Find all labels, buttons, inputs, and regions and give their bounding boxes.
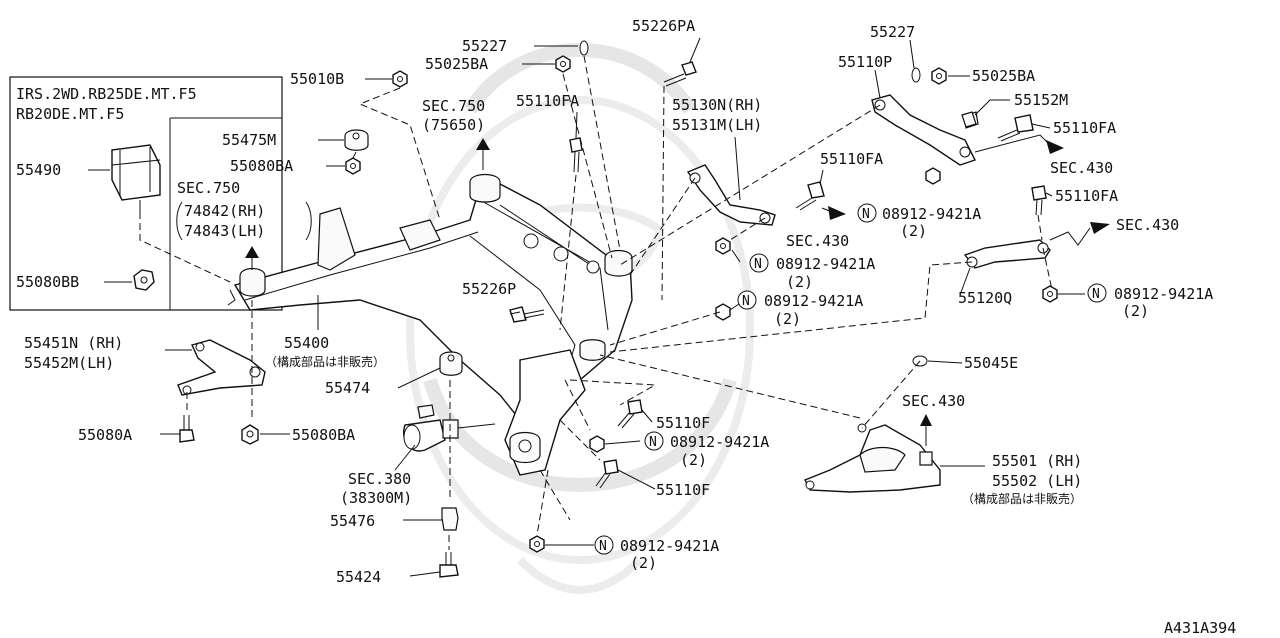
- nut-callout-6: N 08912-9421A (2): [594, 535, 719, 572]
- circled-n-icon: N: [754, 257, 762, 272]
- arm-55501: [804, 423, 941, 493]
- label-55226P: 55226P: [462, 280, 516, 298]
- circled-n-icon: N: [649, 435, 657, 450]
- label-55080A: 55080A: [78, 426, 132, 444]
- label-55227-right: 55227: [870, 23, 915, 41]
- label-sec430-d: SEC.430: [902, 392, 965, 410]
- label-sec750-b-sub2: 74843(LH): [184, 222, 265, 240]
- inset-title-2: RB20DE.MT.F5: [16, 105, 124, 123]
- mount-bushing-55490: [111, 144, 161, 212]
- label-55045E: 55045E: [964, 354, 1018, 372]
- label-55080BA-bottom: 55080BA: [292, 426, 355, 444]
- label-sec380: SEC.380: [348, 470, 411, 488]
- label-55025BA-top: 55025BA: [425, 55, 488, 73]
- label-55490: 55490: [16, 161, 61, 179]
- label-55110F-1: 55110F: [656, 414, 710, 432]
- label-55476: 55476: [330, 512, 375, 530]
- circled-n-icon: N: [742, 294, 750, 309]
- circled-n-icon: N: [1092, 287, 1100, 302]
- nut-callout-5: N 08912-9421A (2): [644, 431, 769, 469]
- label-55227-top: 55227: [462, 37, 507, 55]
- nut-callout-2: N 08912-9421A (2): [749, 253, 875, 291]
- arm-55110P: [871, 94, 979, 166]
- link-55451N: [177, 339, 266, 396]
- label-55226PA: 55226PA: [632, 17, 695, 35]
- label-sec430-b: SEC.430: [786, 232, 849, 250]
- label-55400: 55400: [284, 334, 329, 352]
- nut-callout-1: N 08912-9421A (2): [857, 203, 981, 240]
- label-55475M: 55475M: [222, 131, 276, 149]
- label-55501-note: （構成部品は非販売）: [962, 491, 1082, 506]
- label-55110P: 55110P: [838, 53, 892, 71]
- label-55110F-2: 55110F: [656, 481, 710, 499]
- label-55080BB: 55080BB: [16, 273, 79, 291]
- label-55010B: 55010B: [290, 70, 344, 88]
- diagram-id: A431A394: [1164, 619, 1236, 637]
- diff-mount: [403, 404, 496, 452]
- inset-title-1: IRS.2WD.RB25DE.MT.F5: [16, 85, 197, 103]
- nut-callout-6-part: 08912-9421A: [620, 537, 719, 555]
- label-55025BA-right: 55025BA: [972, 67, 1035, 85]
- nut-callout-1-part: 08912-9421A: [882, 205, 981, 223]
- nut-callout-4-qty: (2): [1122, 302, 1149, 320]
- label-55110FA-3: 55110FA: [820, 150, 883, 168]
- hardware: [179, 40, 1058, 578]
- label-sec380-sub: (38300M): [340, 489, 412, 507]
- nut-55080BB: [133, 269, 155, 291]
- nut-callout-4-part: 08912-9421A: [1114, 285, 1213, 303]
- arm-55120Q: [963, 239, 1051, 269]
- nut-callout-2-part: 08912-9421A: [776, 255, 875, 273]
- label-55452M: 55452M(LH): [24, 354, 114, 372]
- nut-callout-4: N 08912-9421A (2): [1087, 283, 1213, 320]
- label-sec750-b-sub1: 74842(RH): [184, 202, 265, 220]
- nut-callout-2-qty: (2): [786, 273, 813, 291]
- nut-callout-6-qty: (2): [630, 554, 657, 572]
- nut-callout-1-qty: (2): [900, 222, 927, 240]
- nut-callout-3-qty: (2): [774, 310, 801, 328]
- label-55110FA-2: 55110FA: [1053, 119, 1116, 137]
- label-55451N: 55451N (RH): [24, 334, 123, 352]
- nut-callout-3: N 08912-9421A (2): [737, 290, 863, 328]
- label-55424: 55424: [336, 568, 381, 586]
- nut-callouts: N 08912-9421A (2) N 08912-9421A (2) N 08…: [594, 203, 1213, 572]
- label-55130N: 55130N(RH): [672, 96, 762, 114]
- label-sec430-a: SEC.430: [1050, 159, 1113, 177]
- label-55080BA-top: 55080BA: [230, 157, 293, 175]
- section-arrows: [245, 134, 1110, 446]
- label-55501: 55501 (RH): [992, 452, 1082, 470]
- label-55110FA-1: 55110FA: [516, 92, 579, 110]
- label-55152M: 55152M: [1014, 91, 1068, 109]
- arm-55130N: [686, 164, 776, 226]
- leader-lines: [160, 37, 1085, 577]
- label-sec750-a: SEC.750: [422, 97, 485, 115]
- label-55502: 55502 (LH): [992, 472, 1082, 490]
- label-55474: 55474: [325, 379, 370, 397]
- nut-callout-3-part: 08912-9421A: [764, 292, 863, 310]
- nut-callout-5-qty: (2): [680, 451, 707, 469]
- circled-n-icon: N: [862, 207, 870, 222]
- nut-callout-5-part: 08912-9421A: [670, 433, 769, 451]
- label-55120Q: 55120Q: [958, 289, 1012, 307]
- circled-n-icon: N: [599, 539, 607, 554]
- inset-box: IRS.2WD.RB25DE.MT.F5 RB20DE.MT.F5 55490 …: [9, 76, 283, 311]
- label-55131M: 55131M(LH): [672, 116, 762, 134]
- label-sec430-c: SEC.430: [1116, 216, 1179, 234]
- subframe-55400: [227, 173, 633, 476]
- label-55400-note: （構成部品は非販売）: [265, 354, 385, 369]
- label-sec750-b: SEC.750: [177, 179, 240, 197]
- part-labels: 55010B 55227 55025BA 55226PA 55227 55110…: [24, 17, 1236, 637]
- label-sec750-a-sub: (75650): [422, 116, 485, 134]
- label-55110FA-4: 55110FA: [1055, 187, 1118, 205]
